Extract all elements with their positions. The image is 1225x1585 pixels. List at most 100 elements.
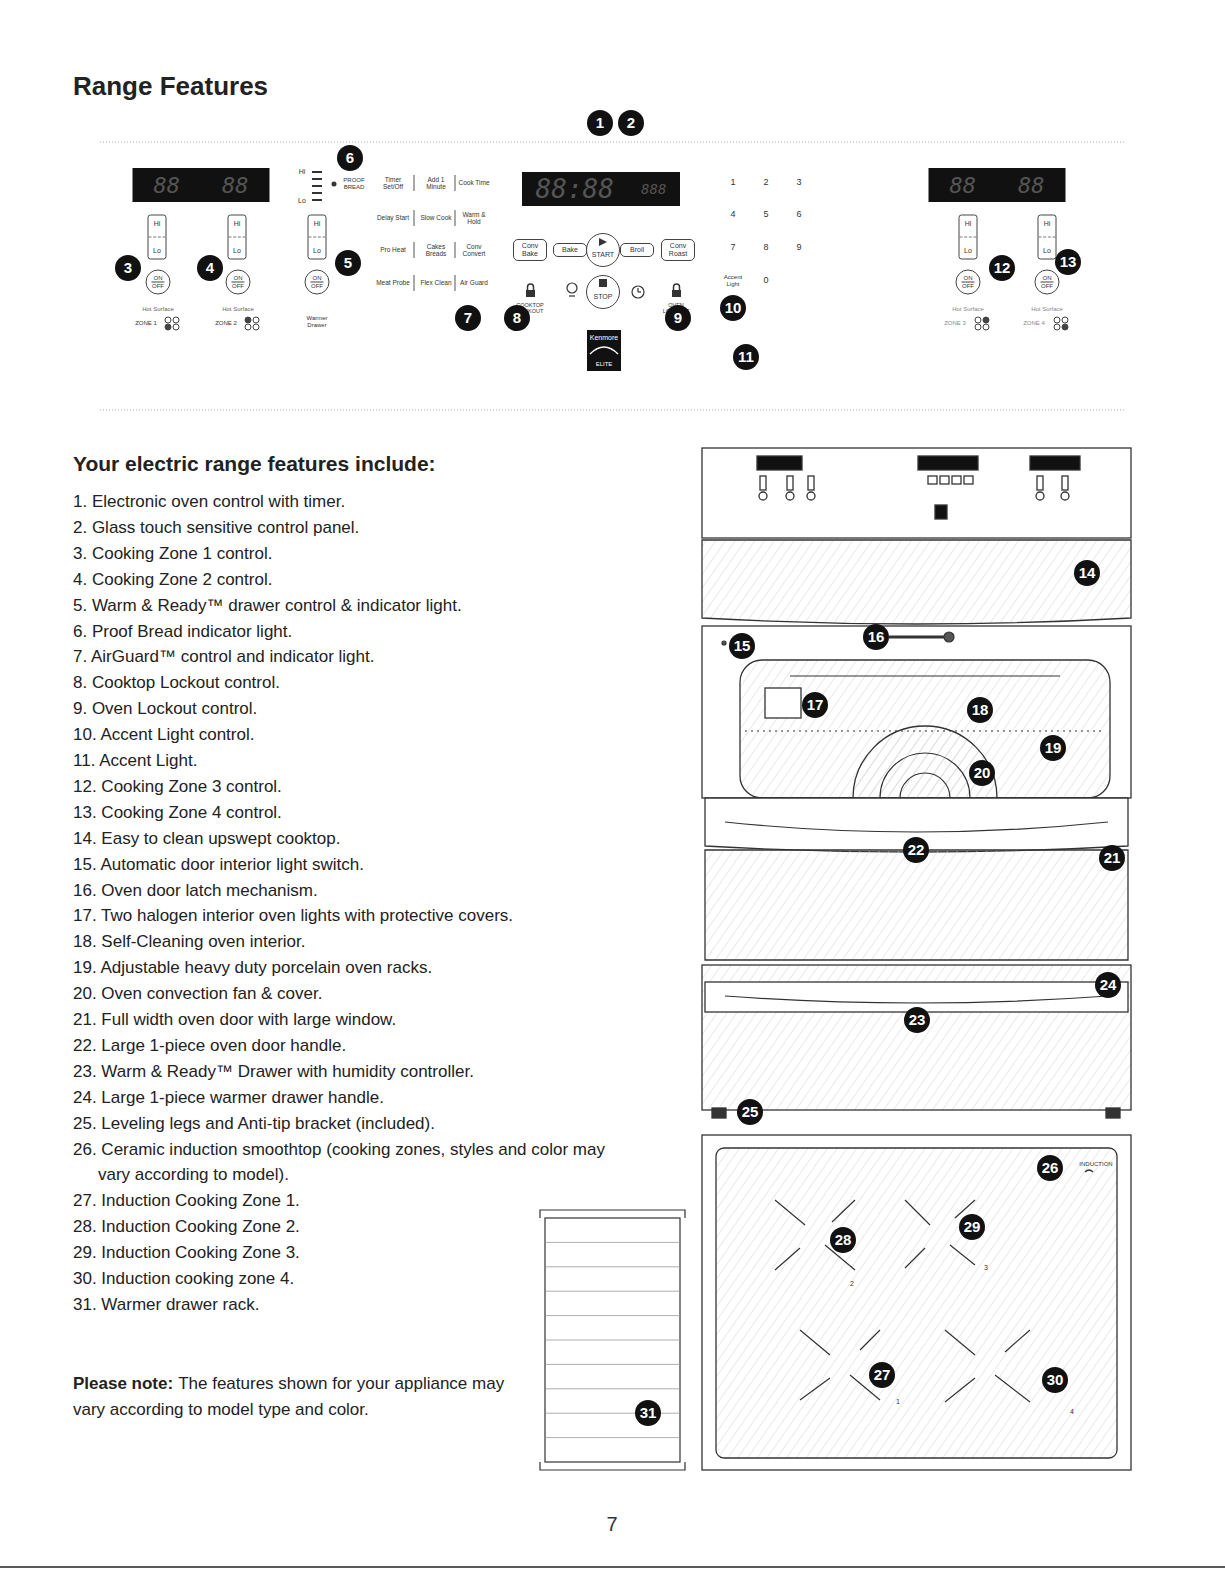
control-text: Lo [1039,247,1056,255]
feature-item: 20. Oven convection fan & cover. [73,981,618,1007]
panel-label: 2 [763,178,768,188]
onoff-button: ONOFF [1035,270,1060,295]
callout-number: 18 [967,697,993,723]
panel-label: ZONE 4 [1023,320,1045,327]
control-text: Broil [623,246,651,254]
control-text: OFF [147,283,170,290]
callout-number: 21 [1099,845,1125,871]
callout-number: 11 [733,344,759,370]
panel-label: Cakes Breads [418,243,454,257]
panel-label: 8 [763,243,768,253]
control-text: START [592,251,614,258]
callout-number: 6 [337,145,363,171]
callout-number: 27 [869,1362,895,1388]
feature-item: 12. Cooking Zone 3 control. [73,774,618,800]
panel-label: 3 [796,178,801,188]
feature-item: 28. Induction Cooking Zone 2. [73,1214,618,1240]
touch-button: Bake [553,243,587,257]
feature-item: 18. Self-Cleaning oven interior. [73,929,618,955]
control-text: Hi [1039,220,1056,238]
touch-button: Conv Bake [513,239,547,261]
panel-label: 2 [850,1280,854,1288]
feature-item: 8. Cooktop Lockout control. [73,670,618,696]
onoff-button: ONOFF [146,270,171,295]
panel-label: Conv Convert [456,243,492,257]
control-text: OFF [227,283,250,290]
callout-number: 9 [665,305,691,331]
callout-number: 14 [1074,560,1100,586]
feature-item: 26. Ceramic induction smoothtop (cooking… [73,1137,618,1189]
panel-label: Accent Light [718,274,748,287]
control-text: 88 [222,173,249,198]
control-text: Conv Bake [516,242,544,258]
panel-label: Hot Surface [952,306,984,313]
panel-label: ELITE [596,361,613,368]
panel-label: Delay Start [375,214,411,221]
control-text: ON [152,275,165,283]
feature-item: 9. Oven Lockout control. [73,696,618,722]
panel-label: Add 1 Minute [418,176,454,190]
feature-item: 14. Easy to clean upswept cooktop. [73,826,618,852]
feature-item: 25. Leveling legs and Anti-tip bracket (… [73,1111,618,1137]
panel-label: Warmer Drawer [300,315,334,328]
feature-item: 5. Warm & Ready™ drawer control & indica… [73,593,618,619]
callout-number: 7 [455,305,481,331]
callout-number: 5 [335,250,361,276]
display-window: 8888 [133,168,270,202]
round-button: STOP [586,275,620,309]
callout-number: 16 [863,624,889,650]
panel-label: ZONE 3 [944,320,966,327]
control-text: OFF [306,283,329,290]
control-text: Hi [229,220,246,238]
control-text: 888 [641,181,666,197]
control-text: STOP [594,293,613,300]
feature-item: 11. Accent Light. [73,748,618,774]
note-heading: Please note: [73,1374,173,1393]
control-text: ON [311,275,324,283]
control-text: Hi [960,220,977,238]
control-text: 88 [950,173,977,198]
panel-label: Timer Set/Off [375,176,411,190]
callout-number: 4 [197,255,223,281]
callout-number: 26 [1037,1155,1063,1181]
control-text: 88:88 [536,174,614,204]
touch-button: Broil [620,243,654,257]
slider-control: HiLo [1038,215,1057,260]
panel-label: 1 [730,178,735,188]
control-text: ON [1041,275,1054,283]
panel-label: Flex Clean [418,279,454,286]
panel-label: Air Guard [456,279,492,286]
slider-control: HiLo [959,215,978,260]
panel-label: 4 [1070,1408,1074,1416]
panel-label: Hot Surface [1031,306,1063,313]
slider-control: HiLo [148,215,167,260]
feature-item: 4. Cooking Zone 2 control. [73,567,618,593]
panel-label: Hot Surface [142,306,174,313]
onoff-button: ONOFF [956,270,981,295]
round-button: START [586,233,620,267]
feature-item: 13. Cooking Zone 4 control. [73,800,618,826]
callout-number: 12 [989,255,1015,281]
callout-number: 25 [737,1099,763,1125]
control-text: ON [232,275,245,283]
feature-item: 6. Proof Bread indicator light. [73,619,618,645]
control-text: ON [962,275,975,283]
callout-number: 28 [830,1227,856,1253]
callout-number: 19 [1040,735,1066,761]
feature-item: 27. Induction Cooking Zone 1. [73,1188,618,1214]
panel-label: INDUCTION [1079,1161,1112,1168]
callout-number: 2 [618,110,644,136]
panel-label: Cook Time [456,179,492,186]
callout-number: 23 [904,1007,930,1033]
callout-number: 15 [729,633,755,659]
feature-item: 17. Two halogen interior oven lights wit… [73,903,618,929]
panel-label: Warm & Hold [456,211,492,225]
feature-item: 1. Electronic oven control with timer. [73,489,618,515]
control-text: OFF [957,283,980,290]
panel-label: ZONE 2 [215,320,237,327]
panel-label: Hot Surface [222,306,254,313]
feature-item: 19. Adjustable heavy duty porcelain oven… [73,955,618,981]
callout-number: 1 [587,110,613,136]
note-paragraph: Please note:The features shown for your … [73,1371,528,1423]
feature-item: 29. Induction Cooking Zone 3. [73,1240,618,1266]
